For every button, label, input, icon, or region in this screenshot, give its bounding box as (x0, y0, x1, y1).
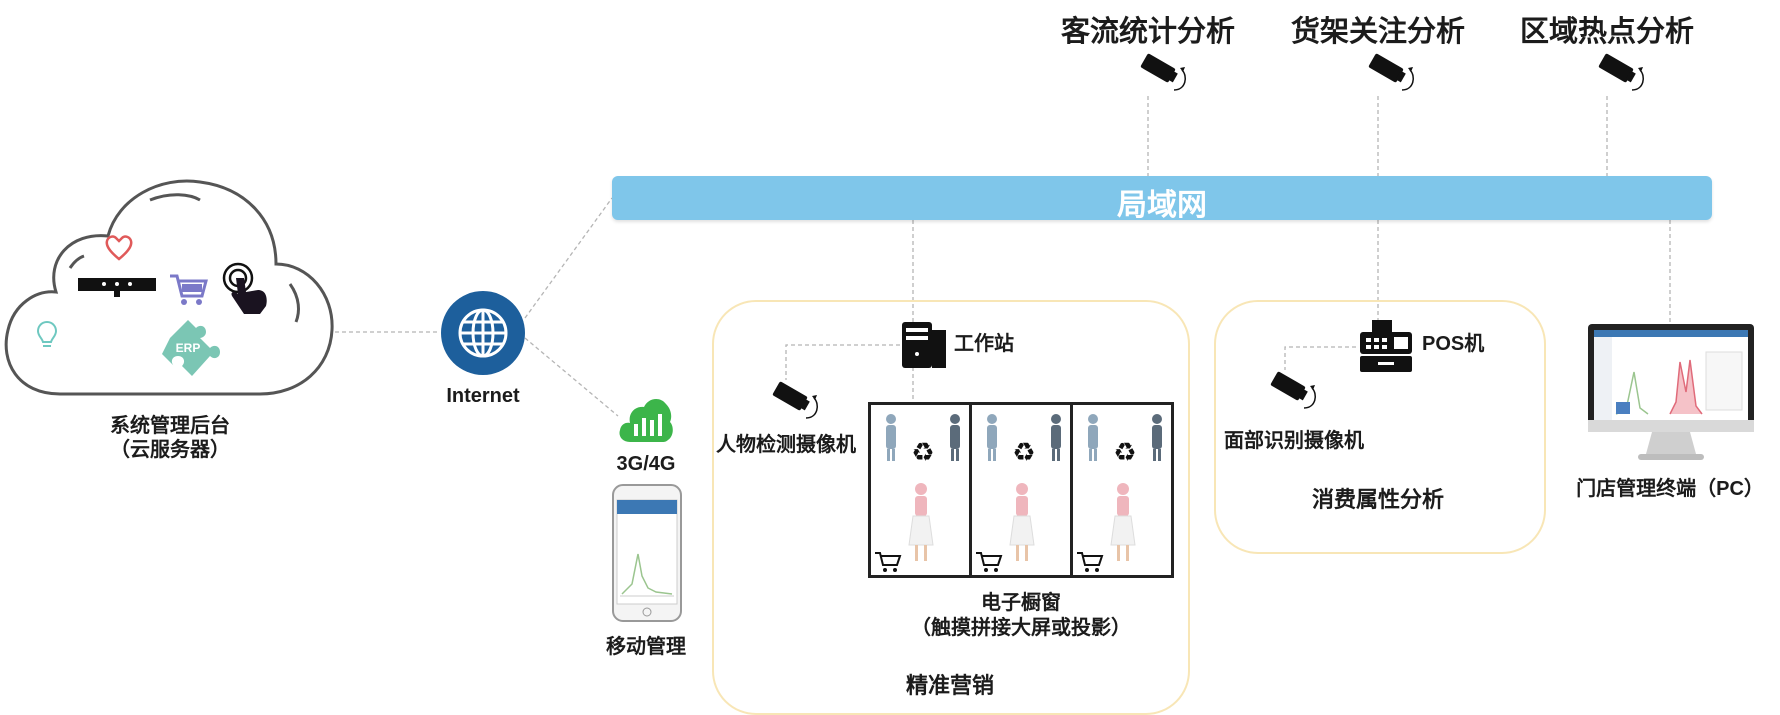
pos-register-icon (1360, 320, 1412, 372)
fashion-model-icon: ♻ (976, 414, 1061, 572)
window-pane: ♻ (871, 405, 972, 575)
consumer-zone-label: 消费属性分析 (1311, 487, 1445, 512)
cloud-label: 系统管理后台 (110, 415, 230, 437)
mobile-label: 移动管理 (606, 636, 686, 658)
camera-icon-shelf (1368, 53, 1415, 91)
cloud-icon (4, 179, 334, 396)
window-pane: ♻ (1073, 405, 1171, 575)
person-camera-label: 人物检测摄像机 (716, 434, 856, 456)
monitor-bar-icon (78, 278, 156, 297)
camera-icon-person (772, 381, 819, 419)
face-camera-label: 面部识别摄像机 (1224, 430, 1364, 452)
touch-hand-icon (222, 262, 267, 314)
svg-text:♻: ♻ (1012, 438, 1035, 468)
cloud-sublabel: （云服务器） (110, 439, 230, 461)
lan-bar: 局域网 (612, 176, 1712, 222)
smartphone-icon (612, 484, 682, 622)
lan-label: 局域网 (1117, 189, 1207, 222)
workstation-label: 工作站 (954, 333, 1014, 355)
analytics-label-shelf: 货架关注分析 (1290, 16, 1466, 48)
lightbulb-icon (36, 320, 58, 347)
svg-text:♻: ♻ (1113, 438, 1136, 468)
analytics-label-zone: 区域热点分析 (1519, 16, 1695, 48)
erp-badge: ERP (176, 341, 201, 355)
fashion-model-icon: ♻ (1077, 414, 1162, 572)
marketing-zone-label: 精准营销 (905, 673, 995, 698)
pc-monitor-icon (1588, 324, 1754, 460)
window-pane: ♻ (972, 405, 1073, 575)
camera-icon-traffic (1140, 53, 1187, 91)
camera-icon-face (1270, 371, 1317, 409)
consumer-zone (1214, 300, 1546, 554)
electronic-window: ♻ ♻ ♻ (868, 402, 1174, 578)
pos-label: POS机 (1422, 333, 1485, 355)
mobile-network-label: 3G/4G (616, 453, 676, 475)
erp-puzzle-icon: ERP (162, 320, 220, 376)
internet-label: Internet (446, 385, 520, 407)
window-label: 电子橱窗 (981, 592, 1061, 614)
shopping-cart-icon (170, 274, 208, 305)
svg-text:♻: ♻ (911, 438, 934, 468)
camera-icon-zone (1598, 53, 1645, 91)
fashion-model-icon: ♻ (875, 414, 960, 572)
workstation-icon (902, 322, 946, 368)
window-sublabel: （触摸拼接大屏或投影） (911, 617, 1131, 639)
globe-icon (441, 291, 525, 375)
terminal-label: 门店管理终端（PC） (1576, 478, 1764, 500)
heart-icon (105, 235, 133, 261)
mobile-network-icon (619, 398, 673, 442)
analytics-label-traffic: 客流统计分析 (1060, 16, 1236, 48)
